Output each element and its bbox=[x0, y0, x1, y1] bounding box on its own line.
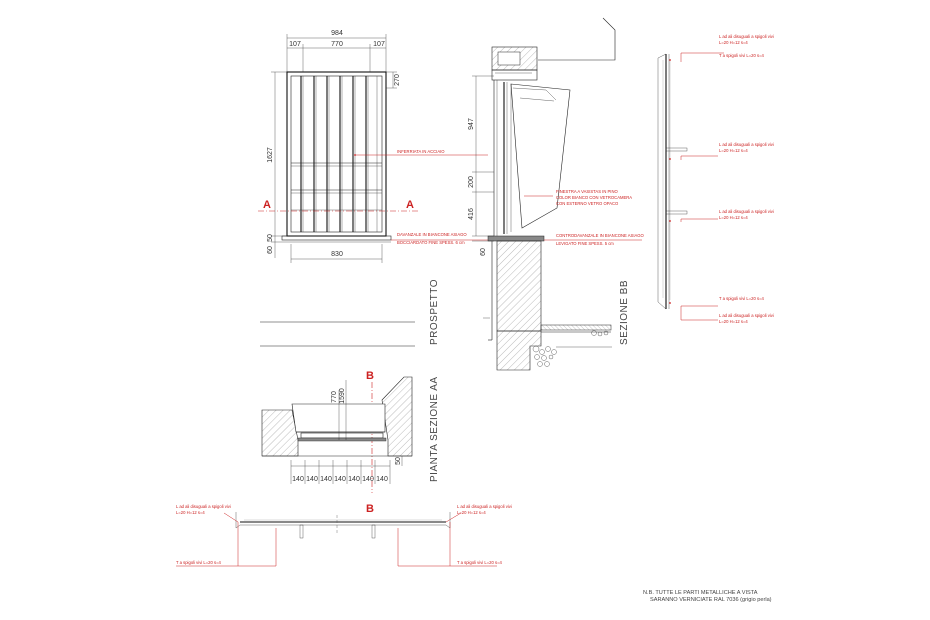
bottom-l-ali-1-right: L ad ali disuguali a spigoli vivi bbox=[457, 504, 512, 509]
dim-pianta-1590: 1590 bbox=[339, 388, 346, 404]
label-contro-2: LEVIGATO FINE SPESS. 5 cm bbox=[556, 241, 614, 246]
dim-height: 1627 bbox=[267, 147, 274, 163]
dim-140-d: 140 bbox=[334, 476, 346, 483]
general-note: N.B. TUTTE LE PARTI METALLICHE A VISTA S… bbox=[643, 590, 772, 603]
dim-sezione-h2: 200 bbox=[468, 176, 475, 188]
marker-b-bottom: B bbox=[366, 503, 374, 515]
marker-a-right: A bbox=[406, 199, 414, 211]
detail-l-ali-2c: L=20 H=12 s=4 bbox=[719, 215, 748, 220]
detail-l-ali-2d: L=20 H=12 s=4 bbox=[719, 319, 748, 324]
bottom-l-ali-1-left: L ad ali disuguali a spigoli vivi bbox=[176, 504, 231, 509]
label-davanzale-2: BOCCIARDATO FINE SPESS. 6 cm bbox=[397, 240, 465, 245]
dim-bottom-b: 60 bbox=[267, 246, 274, 254]
dim-side-right: 107 bbox=[373, 41, 385, 48]
bottom-l-ali-2-right: L=20 H=12 s=4 bbox=[457, 510, 486, 515]
window-frame-outer bbox=[286, 71, 387, 237]
dim-140-a: 140 bbox=[292, 476, 304, 483]
prospetto-view: 984 107 770 107 270 1627 50 60 830 A A I… bbox=[258, 30, 488, 347]
dim-sezione-h3: 416 bbox=[468, 208, 475, 220]
dim-140-g: 140 bbox=[376, 476, 388, 483]
dim-inner: 770 bbox=[331, 41, 343, 48]
bottom-t-spigoli-left: T a spigoli vivi L=20 s=4 bbox=[176, 560, 222, 565]
dim-140-e: 140 bbox=[348, 476, 360, 483]
detail-l-ali-1a: L ad ali disuguali a spigoli vivi bbox=[719, 34, 774, 39]
bottom-l-ali-2-left: L=20 H=12 s=4 bbox=[176, 510, 205, 515]
marker-b-top: B bbox=[366, 370, 374, 382]
dim-140-c: 140 bbox=[320, 476, 332, 483]
gravel bbox=[532, 330, 609, 367]
label-davanzale-1: DAVANZALE IN BIANCONE ASIAGO bbox=[397, 232, 467, 237]
detail-l-ali-2a: L=20 H=12 s=4 bbox=[719, 40, 748, 45]
detail-l-ali-1d: L ad ali disuguali a spigoli vivi bbox=[719, 313, 774, 318]
detail-t-spigoli-b: T a spigoli vivi L=20 s=4 bbox=[719, 296, 765, 301]
dim-pianta-770: 770 bbox=[331, 391, 338, 403]
grille-bars bbox=[300, 76, 378, 232]
dim-side-left: 107 bbox=[289, 41, 301, 48]
dim-140-b: 140 bbox=[306, 476, 318, 483]
marker-a-left: A bbox=[263, 199, 271, 211]
label-inferriata: INFERRIATA IN ACCIAIO bbox=[397, 149, 445, 154]
dim-top: 270 bbox=[394, 74, 401, 86]
dim-base: 830 bbox=[331, 251, 343, 258]
title-prospetto: PROSPETTO bbox=[429, 279, 440, 345]
detail-t-spigoli-a: T a spigoli vivi L=20 s=4 bbox=[719, 53, 765, 58]
bottom-t-spigoli-right: T a spigoli vivi L=20 s=4 bbox=[457, 560, 503, 565]
dim-sezione-h1: 947 bbox=[468, 118, 475, 130]
sezione-bb-view: 947 200 416 60 FINESTRA A VASISTAS IN PI… bbox=[468, 17, 645, 371]
detail-l-ali-1c: L ad ali disuguali a spigoli vivi bbox=[719, 209, 774, 214]
label-contro-1: CONTRODAVANZALE IN BIANCONE ASIAGO bbox=[556, 233, 645, 238]
profile-detail: L ad ali disuguali a spigoli vivi L=20 H… bbox=[657, 34, 774, 324]
label-finestra-1: FINESTRA A VASISTAS IN PINO bbox=[556, 189, 618, 194]
dim-140-f: 140 bbox=[362, 476, 374, 483]
window-frame-inner bbox=[290, 75, 383, 233]
sill bbox=[281, 235, 392, 241]
dim-sezione-h4: 60 bbox=[480, 248, 487, 256]
label-finestra-3: CON ESTERNO VETRO OPACO bbox=[556, 201, 619, 206]
dim-overall: 984 bbox=[331, 30, 343, 37]
detail-l-ali-2b: L=20 H=12 s=4 bbox=[719, 148, 748, 153]
detail-l-ali-1b: L ad ali disuguali a spigoli vivi bbox=[719, 142, 774, 147]
note-line-1: N.B. TUTTE LE PARTI METALLICHE A VISTA bbox=[643, 590, 758, 596]
label-finestra-2: COLOR BIANCO CON VETROCAMERA bbox=[556, 195, 632, 200]
title-sezione-bb: SEZIONE BB bbox=[619, 280, 630, 345]
note-line-2: SARANNO VERNICIATE RAL 7036 (grigio perl… bbox=[650, 597, 772, 603]
pianta-sezione-aa-view: B B 770 1590 50 140 140 140 140 140 bbox=[261, 370, 440, 515]
bottom-profile-detail: L ad ali disuguali a spigoli vivi L=20 H… bbox=[176, 504, 512, 567]
title-pianta-sezione-aa: PIANTA SEZIONE AA bbox=[429, 376, 440, 482]
dim-pianta-50: 50 bbox=[395, 457, 402, 465]
dim-bottom-a: 50 bbox=[267, 234, 274, 242]
